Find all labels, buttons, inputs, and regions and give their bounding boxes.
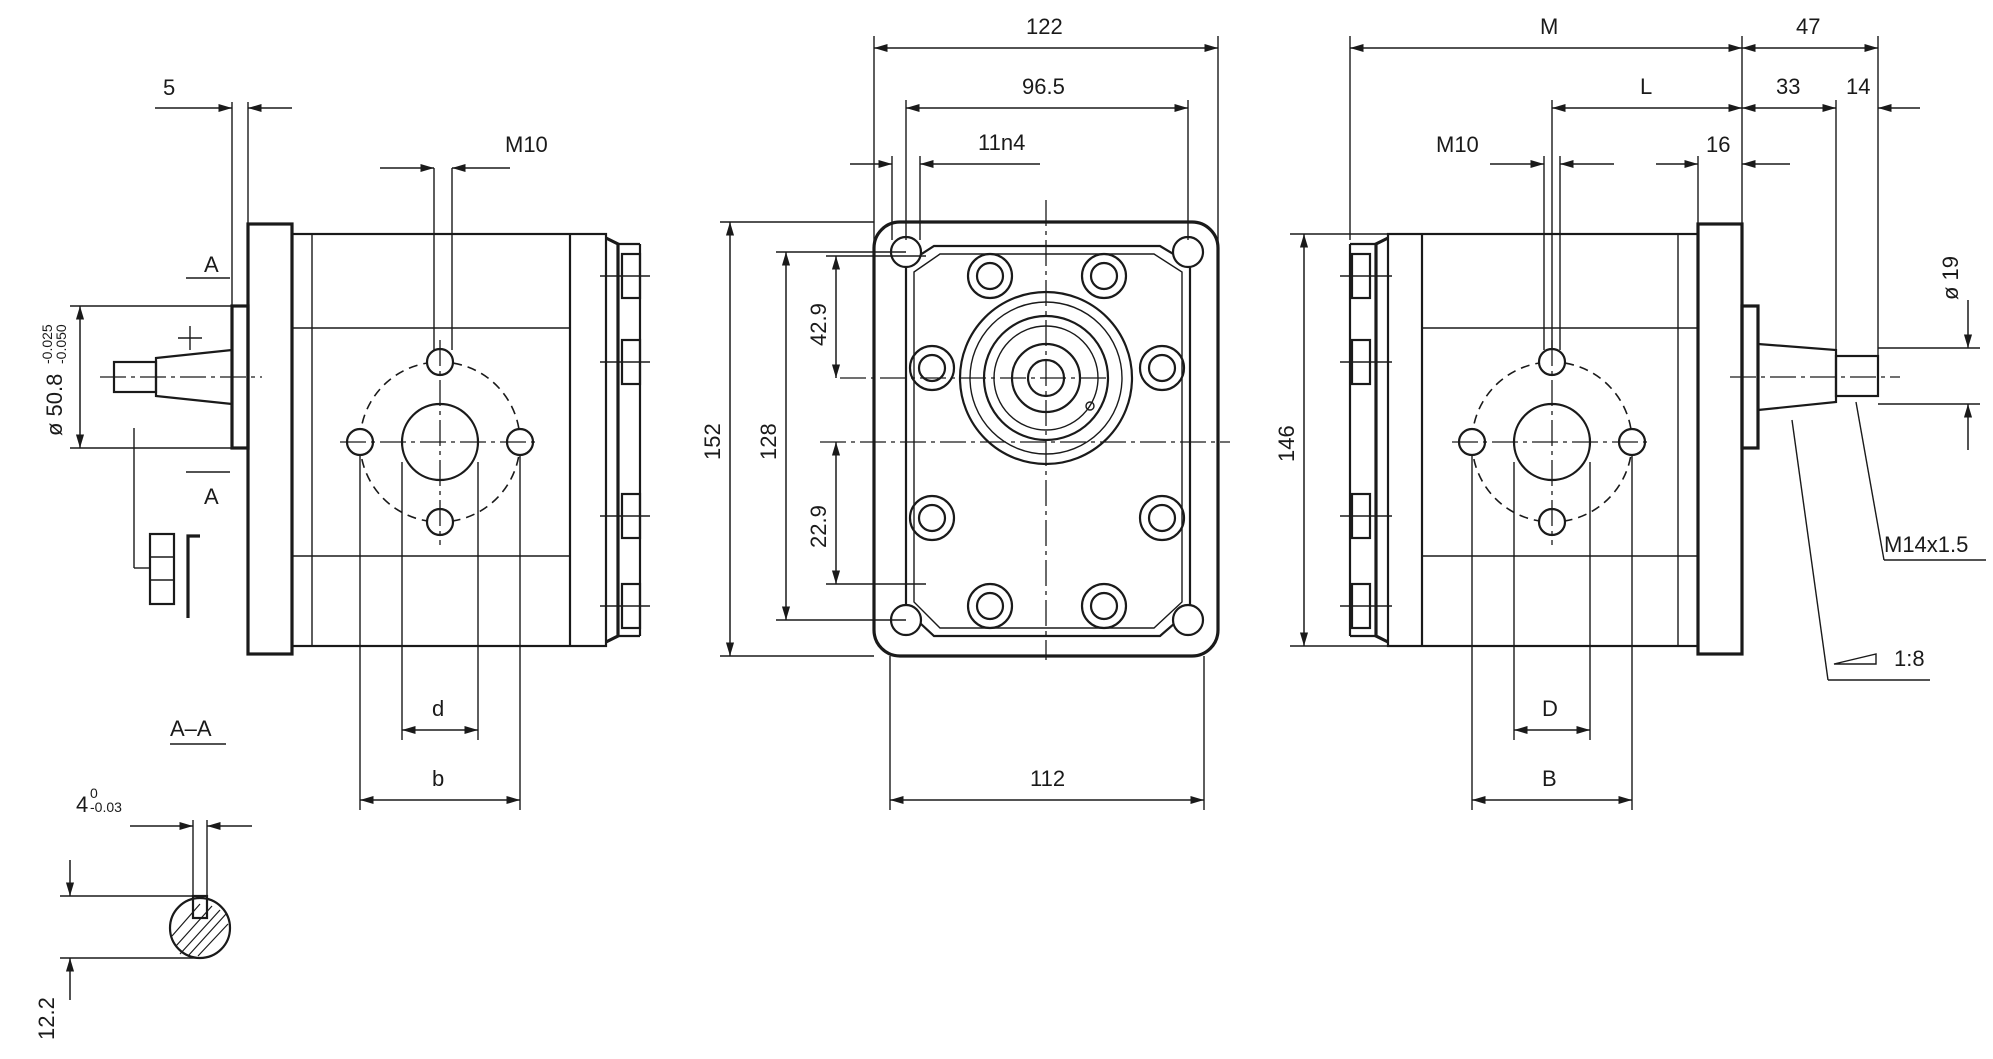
right-flange bbox=[1696, 222, 1744, 656]
left-key-icon bbox=[186, 534, 200, 618]
section-hatch bbox=[171, 903, 229, 957]
left-flange bbox=[246, 222, 294, 656]
left-port-bolt-label: b bbox=[432, 766, 444, 791]
right-port-bolt-label: B bbox=[1542, 766, 1557, 791]
right-l-label: L bbox=[1640, 74, 1652, 99]
right-port-thread-label: M10 bbox=[1436, 132, 1479, 157]
section-title: A–A bbox=[170, 716, 212, 741]
left-shaft-tol-lower: -0.050 bbox=[53, 324, 69, 364]
right-side-view: M 47 L 33 14 M10 16 ø 19 bbox=[1274, 14, 1986, 810]
left-shaft-dia-label: ø 50.8 bbox=[42, 374, 67, 436]
left-shaft-tol-upper: -0.025 bbox=[39, 324, 55, 364]
front-mount-hole bbox=[1171, 235, 1205, 269]
right-pump-body bbox=[1386, 232, 1700, 648]
right-height-label: 146 bbox=[1274, 425, 1299, 462]
left-flange-dim-label: 5 bbox=[163, 75, 175, 100]
section-mark-top: A bbox=[204, 252, 219, 277]
front-holes-label: 11n4 bbox=[978, 130, 1025, 155]
section-key-tol-upper: 0 bbox=[90, 785, 98, 801]
front-lower-label: 22.9 bbox=[806, 505, 831, 548]
section-key-tol-lower: -0.03 bbox=[90, 799, 122, 815]
left-port-small-label: d bbox=[432, 696, 444, 721]
right-port-small-label: D bbox=[1542, 696, 1558, 721]
front-upper-label: 42.9 bbox=[806, 303, 831, 346]
front-mount-hole bbox=[1171, 603, 1205, 637]
left-nut-icon bbox=[148, 532, 176, 606]
front-bolt-heads bbox=[908, 252, 1186, 630]
right-end-cover bbox=[1374, 236, 1389, 644]
left-port-thread-label: M10 bbox=[505, 132, 548, 157]
section-height-dim: 12.2 bbox=[34, 997, 59, 1040]
right-47-label: 47 bbox=[1796, 14, 1820, 39]
front-base-label: 112 bbox=[1030, 766, 1065, 791]
right-33-label: 33 bbox=[1776, 74, 1800, 99]
right-shaft-thread bbox=[1834, 354, 1880, 398]
right-bolt-heads bbox=[1340, 252, 1392, 630]
right-thread-label: M14x1.5 bbox=[1884, 532, 1968, 557]
section-key-dim: 4 bbox=[76, 792, 88, 817]
front-view: 122 96.5 11n4 152 128 42.9 bbox=[700, 14, 1230, 810]
right-total-label: M bbox=[1540, 14, 1558, 39]
front-bolt-spacing-label: 96.5 bbox=[1022, 74, 1065, 99]
left-bolt-heads bbox=[600, 252, 650, 630]
section-a-a: A–A 4 0 -0.03 12.2 bbox=[34, 716, 252, 1040]
right-14-label: 14 bbox=[1846, 74, 1870, 99]
left-end-cover bbox=[605, 236, 620, 644]
front-inner-height-label: 128 bbox=[756, 423, 781, 460]
right-16-label: 16 bbox=[1706, 132, 1730, 157]
left-pump-body bbox=[290, 232, 608, 648]
right-shaft-dia-label: ø 19 bbox=[1938, 256, 1963, 300]
right-taper-label: 1:8 bbox=[1894, 646, 1925, 671]
section-mark-bottom: A bbox=[204, 484, 219, 509]
front-height-label: 152 bbox=[700, 423, 725, 460]
front-width-label: 122 bbox=[1026, 14, 1063, 39]
left-side-view: M10 5 A A ø 50.8 -0.025 -0.050 d b bbox=[39, 75, 650, 810]
